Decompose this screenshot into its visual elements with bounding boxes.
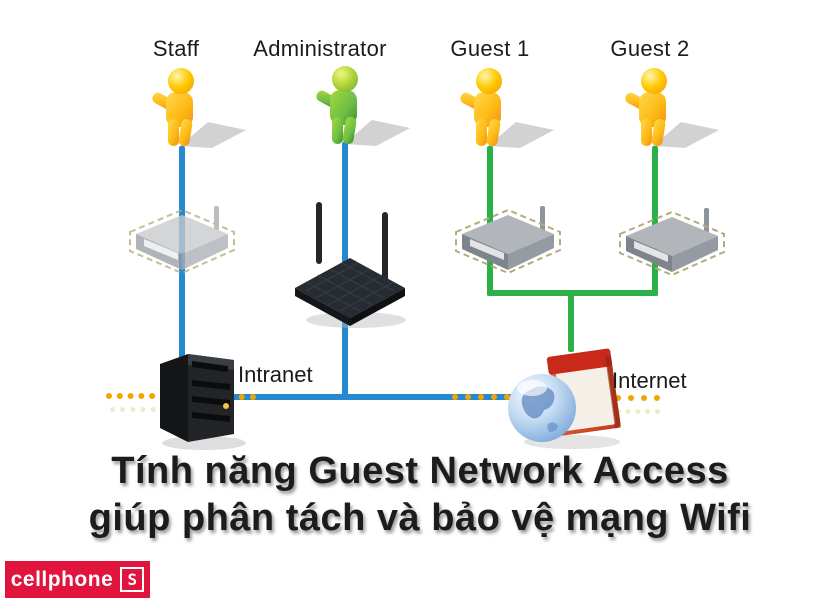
caption-line1: Tính năng Guest Network Access — [111, 450, 729, 492]
guest1-person-icon — [460, 68, 554, 148]
logo-brand-text: cellphone — [10, 567, 114, 591]
flow-dots-left-of-intranet — [106, 393, 166, 399]
flow-dots-left-faint — [110, 407, 166, 412]
intranet-server-icon — [160, 354, 246, 450]
intranet-internet-line — [182, 394, 544, 400]
administrator-person-icon — [316, 66, 410, 146]
logo-s-mark: S — [120, 567, 145, 592]
internet-globe-icon — [508, 348, 621, 449]
flow-dots-before-internet — [452, 394, 510, 400]
staff-label: Staff — [152, 36, 200, 61]
intranet-label: Intranet — [238, 362, 313, 387]
administrator-label: Administrator — [253, 36, 387, 61]
guest2-line — [652, 146, 658, 296]
guest2-person-icon — [625, 68, 719, 148]
flow-dots-right-of-internet — [602, 395, 660, 401]
guest2-label: Guest 2 — [610, 36, 690, 61]
cellphones-logo: cellphone S — [5, 561, 150, 598]
guest1-label: Guest 1 — [450, 36, 530, 61]
admin-router-icon — [295, 202, 406, 328]
guest1-line — [487, 146, 493, 296]
internet-label: Internet — [612, 368, 687, 393]
guest1-router-icon — [455, 206, 561, 275]
guest-internet-drop-line — [568, 290, 574, 352]
flow-dots-right-faint — [606, 409, 660, 414]
staff-person-icon — [152, 68, 246, 148]
guest2-router-icon — [619, 208, 725, 277]
staff-router-icon — [129, 206, 235, 275]
caption-line2: giúp phân tách và bảo vệ mạng Wifi — [88, 497, 752, 539]
